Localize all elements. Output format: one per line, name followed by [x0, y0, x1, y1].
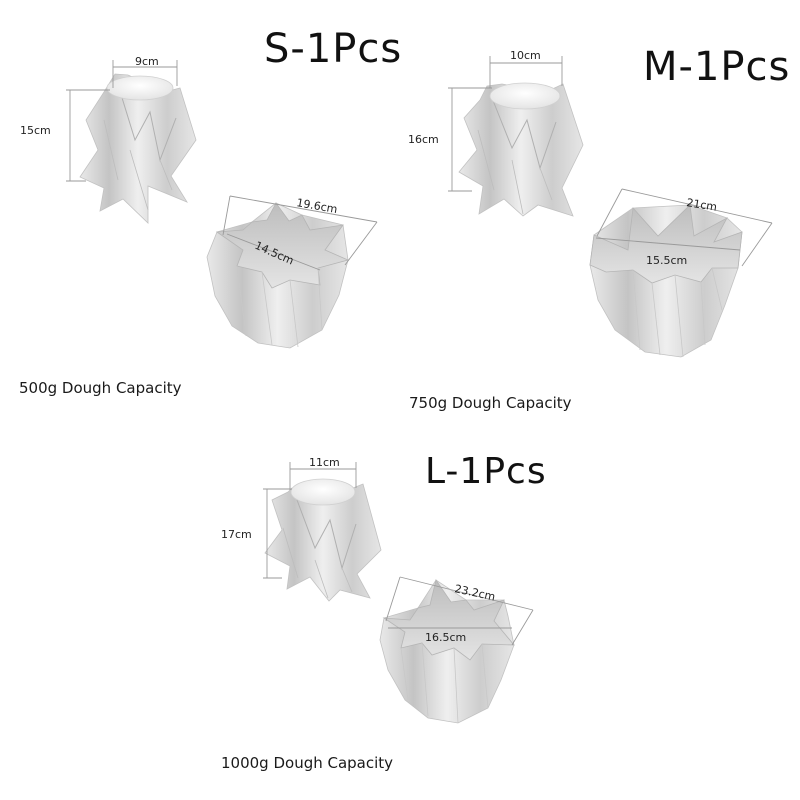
small-outer-diameter-label: 19.6cm — [295, 196, 338, 216]
small-top-diameter-label: 9cm — [135, 55, 159, 68]
medium-inner-diameter-label: 15.5cm — [646, 254, 687, 267]
small-dim-top — [112, 60, 178, 88]
large-inner-diameter-label: 16.5cm — [425, 631, 466, 644]
medium-dim-height — [448, 87, 492, 192]
medium-dim-inner — [595, 237, 741, 251]
small-mold-upright — [206, 202, 350, 349]
large-mold-inverted — [264, 478, 382, 602]
small-dim-inner — [226, 233, 321, 271]
large-dim-height — [263, 488, 292, 579]
size-title-small: S-1Pcs — [264, 26, 403, 72]
size-title-large: L-1Pcs — [425, 451, 547, 492]
medium-mold-inverted — [458, 82, 584, 217]
medium-top-diameter-label: 10cm — [510, 49, 541, 62]
medium-height-label: 16cm — [408, 133, 439, 146]
size-title-medium: M-1Pcs — [643, 44, 791, 90]
medium-dim-outer — [596, 188, 773, 267]
capacity-caption-small: 500g Dough Capacity — [19, 379, 182, 397]
large-height-label: 17cm — [221, 528, 252, 541]
medium-outer-diameter-label: 21cm — [686, 196, 718, 214]
large-top-diameter-label: 11cm — [309, 456, 340, 469]
large-dim-top — [289, 462, 357, 490]
capacity-caption-medium: 750g Dough Capacity — [409, 394, 572, 412]
capacity-caption-large: 1000g Dough Capacity — [221, 754, 394, 772]
medium-dim-top — [489, 56, 563, 88]
small-dim-height — [66, 89, 110, 182]
small-dim-outer — [222, 195, 378, 266]
large-dim-outer — [385, 576, 534, 646]
medium-mold-upright — [589, 204, 743, 358]
large-mold-upright — [379, 579, 515, 724]
small-height-label: 15cm — [20, 124, 51, 137]
small-mold-inverted — [79, 73, 197, 224]
